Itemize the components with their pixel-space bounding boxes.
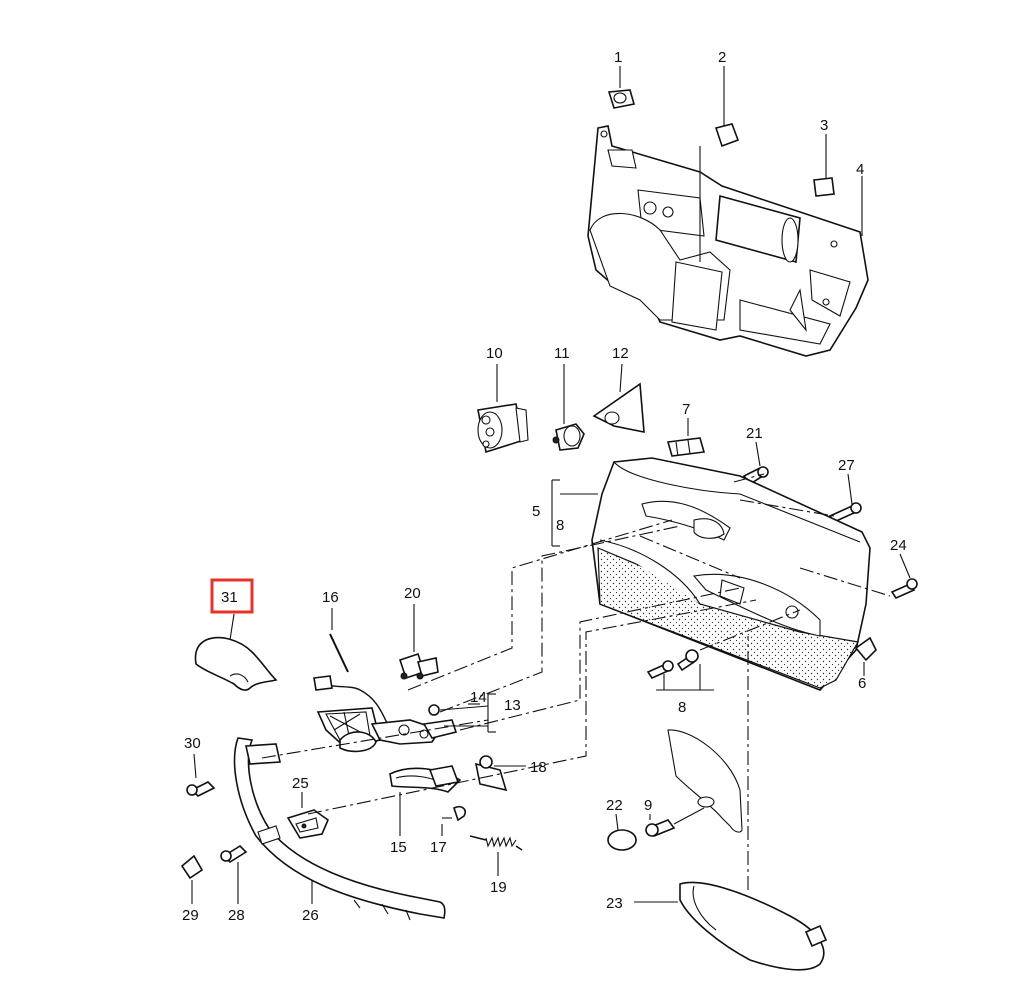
callout-13: 13 [504,697,521,714]
part-21-screw [742,441,769,486]
callout-1: 1 [614,49,622,66]
callout-3: 3 [820,117,828,134]
part-25-bracket [286,792,329,839]
callout-21: 21 [746,425,763,442]
part-23-armrest-pad [634,881,828,971]
callout-8-lower: 8 [678,699,686,716]
part-18-clip [474,755,526,792]
callout-7: 7 [682,401,690,418]
callout-16: 16 [322,589,339,606]
part-9-screw [645,807,705,837]
callout-11: 11 [554,345,570,362]
callout-19: 19 [490,879,507,896]
callout-9: 9 [644,797,652,814]
callout-24: 24 [890,537,907,554]
part-20-clips [398,604,439,680]
part-27-screw [828,473,862,524]
part-16-rod [329,608,349,673]
callout-10: 10 [486,345,503,362]
callout-labels: 1 2 3 4 5 8 6 7 8 9 10 11 12 13 14 15 16… [182,49,907,924]
part-5-door-trim-panel [591,457,871,691]
part-12-trim-cover [592,363,645,433]
part-4-inner-carrier-panel [587,125,869,357]
callout-25: 25 [292,775,309,792]
callout-6: 6 [858,675,866,692]
part-6-clip [854,636,877,676]
part-31-cover [194,613,278,691]
callout-18: 18 [530,759,547,776]
callout-31: 31 [221,589,238,606]
callout-22: 22 [606,797,623,814]
callout-5: 5 [532,503,540,520]
callout-14: 14 [470,689,487,706]
part-17-clip [441,805,467,836]
part-19-spring [469,835,523,876]
bracket-5-8 [551,479,598,547]
callout-12: 12 [612,345,629,362]
part-22-cap [607,813,637,851]
part-29-clip [180,854,204,904]
callout-30: 30 [184,735,201,752]
part-1-clip [607,66,636,109]
door-pocket-outline [667,729,743,833]
callout-8-upper: 8 [556,517,564,534]
part-15-inner-handle [389,765,462,836]
highlight-box [210,578,254,614]
part-13-14-latch-assembly [313,675,496,753]
part-24-screw [890,553,918,600]
callout-29: 29 [182,907,199,924]
part-10-window-switch [477,364,529,454]
callout-20: 20 [404,585,421,602]
part-2-clip [714,66,740,148]
callout-17: 17 [430,839,447,856]
callout-15: 15 [390,839,407,856]
part-8-screws [646,649,714,691]
part-7-clip [666,418,706,457]
part-3-nut [813,134,835,197]
part-30-screw [186,753,216,797]
callout-23: 23 [606,895,623,912]
assembly-lines [261,473,891,890]
part-28-screw [220,844,248,904]
callout-27: 27 [838,457,855,474]
callout-28: 28 [228,907,245,924]
callout-2: 2 [718,49,726,66]
part-11-lock-knob [552,364,585,451]
callout-26: 26 [302,907,319,924]
callout-4: 4 [856,161,864,178]
part-26-pull-bar [233,737,446,921]
